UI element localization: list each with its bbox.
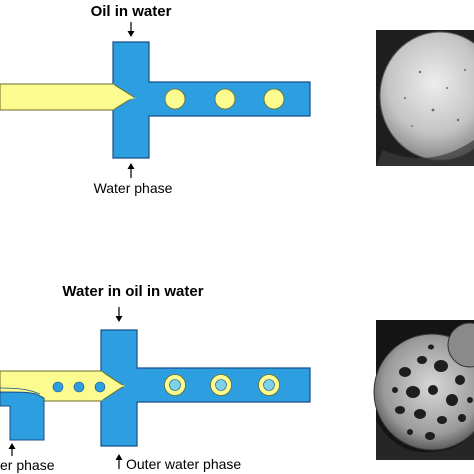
double-emulsion-droplet bbox=[164, 374, 186, 396]
arrow-down-icon bbox=[115, 307, 123, 322]
sem-image-top bbox=[376, 30, 474, 166]
arrow-down-icon bbox=[127, 22, 135, 37]
panel-bottom-left-label: er phase bbox=[0, 457, 55, 473]
inner-water-droplet bbox=[94, 381, 106, 393]
oil-droplet bbox=[164, 88, 186, 110]
panel-water-in-oil-in-water: Water in oil in water bbox=[0, 283, 474, 473]
inner-water-channel bbox=[0, 391, 45, 441]
panel-oil-in-water: Oil in water Water phase bbox=[0, 3, 474, 196]
double-emulsion-droplet bbox=[210, 374, 232, 396]
inner-water-droplet bbox=[52, 381, 64, 393]
oil-droplet bbox=[214, 88, 236, 110]
panel-bottom-title: Water in oil in water bbox=[62, 283, 203, 300]
double-emulsion-droplet bbox=[258, 374, 280, 396]
water-channel-bottom bbox=[100, 329, 311, 447]
arrow-up-icon bbox=[127, 163, 135, 178]
panel-top-title: Oil in water bbox=[91, 3, 172, 20]
panel-top-bottom-label: Water phase bbox=[94, 180, 173, 196]
water-channel-top bbox=[112, 41, 311, 159]
panel-bottom-right-label: Outer water phase bbox=[126, 456, 241, 472]
sem-image-bottom bbox=[373, 320, 474, 460]
arrow-up-icon bbox=[115, 454, 123, 469]
oil-droplet bbox=[263, 88, 285, 110]
inner-water-droplet bbox=[73, 381, 85, 393]
arrow-up-icon bbox=[8, 443, 16, 456]
oil-inlet-top bbox=[0, 83, 135, 111]
